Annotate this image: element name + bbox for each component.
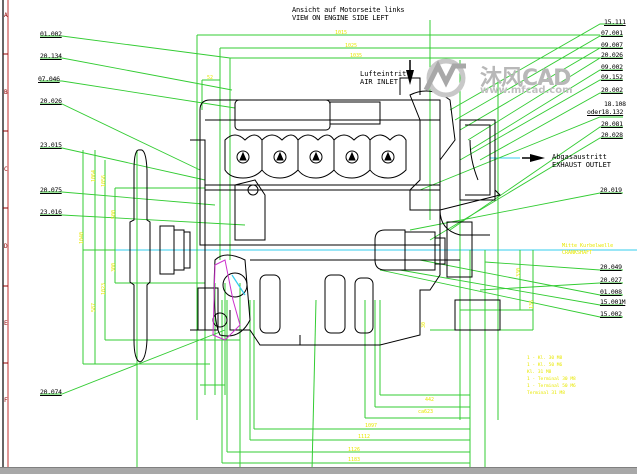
dimension-text: 30 — [421, 322, 427, 329]
crankshaft-label-de: Mitte Kurbelwelle — [562, 243, 614, 249]
ruler-letter-b: B — [4, 89, 8, 96]
part-label: 20.074 — [40, 388, 62, 396]
part-label: 15.002 — [600, 310, 622, 318]
cylinder-heads — [224, 134, 407, 179]
part-label: 20.028 — [601, 131, 623, 139]
part-label: 20.081 — [601, 120, 623, 128]
watermark-brand: 沐风CAD — [480, 66, 571, 91]
left-ruler — [2, 0, 9, 467]
air-inlet-label-en: AIR INLET — [360, 78, 398, 86]
part-label: 20.027 — [600, 276, 622, 284]
part-label: 09.002 — [601, 63, 623, 71]
dimension-text: 442 — [425, 397, 435, 403]
terminal-legend-item: 1 - Kl. 30 M8 — [527, 356, 563, 361]
part-label: 20.002 — [601, 86, 623, 94]
part-label: 20.019 — [600, 186, 622, 194]
dimension-text: 1040 — [79, 232, 85, 245]
terminal-legend-item: 1 - Kl. 50 M6 — [527, 363, 563, 368]
part-label: 23.015 — [40, 141, 62, 149]
dimension-text: 1025 — [345, 43, 358, 49]
part-label: 18.108 — [604, 100, 626, 108]
ruler-letter-f: F — [4, 397, 8, 404]
part-label: 20.134 — [40, 52, 62, 60]
left-dimensions — [82, 150, 241, 470]
part-label: 07.046 — [38, 75, 60, 83]
part-label: 07.001 — [601, 29, 623, 37]
dimension-text: 500 — [111, 210, 117, 220]
dimension-text: 1064 — [91, 170, 97, 183]
part-label: 09.152 — [601, 73, 623, 81]
alternator-belt — [231, 274, 246, 296]
part-label: 15.111 — [604, 18, 626, 26]
dimension-text: 52 — [207, 75, 214, 81]
highlight-outline — [212, 259, 241, 341]
dimension-text: 1097 — [365, 423, 378, 429]
dimension-text: 135 — [529, 300, 535, 310]
ruler-letter-c: C — [4, 166, 8, 173]
part-label: 01.002 — [40, 30, 62, 38]
air-inlet-arrow-icon — [406, 60, 414, 85]
dimension-text: 1023 — [101, 283, 107, 296]
mfcad-logo-icon — [423, 58, 466, 98]
part-label: 20.026 — [601, 51, 623, 59]
part-label: 20.075 — [40, 186, 62, 194]
exhaust-label-de: Abgasaustritt — [552, 153, 607, 161]
leader-lines-right — [379, 23, 623, 318]
part-label: 01.008 — [600, 288, 622, 296]
ruler-letter-e: E — [4, 320, 8, 327]
part-label: 23.016 — [40, 208, 62, 216]
mfcad-watermark: 沐风CAD www.mfcad.com — [418, 58, 588, 98]
part-label: 15.001M — [600, 298, 626, 306]
terminal-legend-item: 1 - Terminal 50 M6 — [527, 384, 576, 389]
terminal-legend-item: Terminal 31 M8 — [527, 391, 565, 396]
dimension-text: 1015 — [335, 30, 348, 36]
dimension-text: 1183 — [348, 457, 361, 463]
engine-outline — [129, 77, 501, 363]
dimension-text: 330 — [516, 268, 522, 278]
dimension-text: 1035 — [350, 53, 363, 59]
dimension-text: 587 — [91, 303, 97, 313]
dimension-text: 1112 — [358, 434, 371, 440]
part-label: 09.007 — [601, 41, 623, 49]
exhaust-label-en: EXHAUST OUTLET — [552, 161, 612, 169]
air-inlet-label-de: Lufteintritt — [360, 70, 411, 78]
ruler-letter-a: A — [4, 12, 8, 19]
ruler-letter-d: D — [4, 243, 8, 250]
dimension-text: 1126 — [348, 447, 361, 453]
dimension-text: 300 — [111, 263, 117, 273]
view-title-de: Ansicht auf Motorseite links — [292, 6, 405, 14]
terminal-legend-item: Kl. 31 M8 — [527, 370, 552, 375]
crankshaft-label-en: CRANKSHAFT — [562, 250, 593, 256]
dimension-text: 1056 — [101, 175, 107, 188]
terminal-legend-item: 1 - Terminal 30 M8 — [527, 377, 576, 382]
dimension-text: ca623 — [418, 409, 434, 415]
bottom-dimensions — [221, 250, 486, 471]
part-label: oder18.132 — [587, 108, 624, 116]
watermark-url: www.mfcad.com — [480, 85, 573, 96]
view-title-en: VIEW ON ENGINE SIDE LEFT — [292, 14, 389, 22]
part-label: 20.049 — [600, 263, 622, 271]
part-label: 20.026 — [40, 97, 62, 105]
exhaust-outlet-arrow-icon — [522, 154, 545, 162]
leader-lines-left — [40, 35, 246, 395]
window-bottom-edge — [0, 467, 637, 474]
